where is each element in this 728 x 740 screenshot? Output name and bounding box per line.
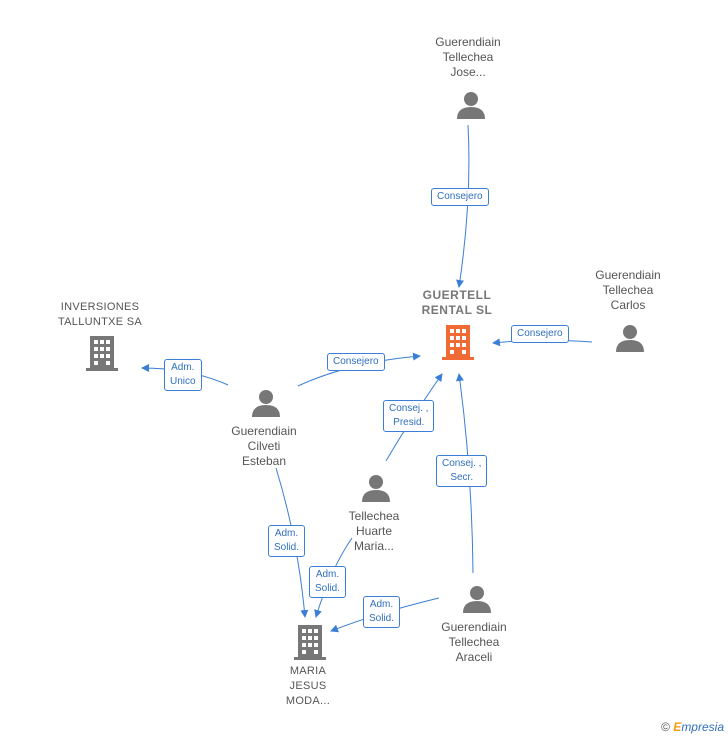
edge-label-carlos-guertell[interactable]: Consejero bbox=[511, 325, 569, 343]
edge-label-maria-mariajesus[interactable]: Adm. Solid. bbox=[309, 566, 347, 598]
footer-brand: © Empresia bbox=[661, 720, 724, 734]
person-icon[interactable] bbox=[361, 473, 391, 503]
edge-label-esteban-guertell[interactable]: Consejero bbox=[327, 353, 385, 371]
edge-label-jose-guertell[interactable]: Consejero bbox=[431, 188, 489, 206]
esteban-label[interactable]: Guerendiain Cilveti Esteban bbox=[231, 424, 297, 468]
inversiones-label[interactable]: INVERSIONES TALLUNTXE SA bbox=[57, 301, 143, 328]
edge-label-araceli-mariajesus[interactable]: Adm. Solid. bbox=[363, 596, 401, 628]
carlos-label[interactable]: Guerendiain Tellechea Carlos bbox=[595, 268, 661, 312]
edge-jose-guertell bbox=[456, 124, 470, 288]
maria-huarte-label[interactable]: Tellechea Huarte Maria... bbox=[348, 509, 400, 553]
copyright-symbol: © bbox=[661, 720, 670, 734]
edge-label-araceli-guertell[interactable]: Consej. , Secr. bbox=[436, 455, 488, 487]
jose-label[interactable]: Guerendiain Tellechea Jose... bbox=[435, 35, 501, 79]
guertell-label[interactable]: GUERTELL RENTAL SL bbox=[421, 288, 493, 317]
person-icon[interactable] bbox=[251, 388, 281, 418]
edge-label-esteban-inversiones[interactable]: Adm. Unico bbox=[164, 359, 202, 391]
building-icon[interactable] bbox=[442, 325, 474, 360]
person-icon[interactable] bbox=[456, 90, 486, 120]
araceli-label[interactable]: Guerendiain Tellechea Araceli bbox=[441, 620, 507, 664]
brand-logo-text: mpresia bbox=[681, 720, 724, 734]
edge-label-esteban-mariajesus[interactable]: Adm. Solid. bbox=[268, 525, 306, 557]
maria-jesus-label[interactable]: MARIA JESUS MODA... bbox=[285, 665, 331, 707]
person-icon[interactable] bbox=[462, 584, 492, 614]
building-icon[interactable] bbox=[86, 336, 118, 371]
edge-label-maria-guertell[interactable]: Consej. , Presid. bbox=[383, 400, 435, 432]
building-icon[interactable] bbox=[294, 625, 326, 660]
brand-logo-initial: E bbox=[673, 720, 682, 734]
person-icon[interactable] bbox=[615, 323, 645, 353]
